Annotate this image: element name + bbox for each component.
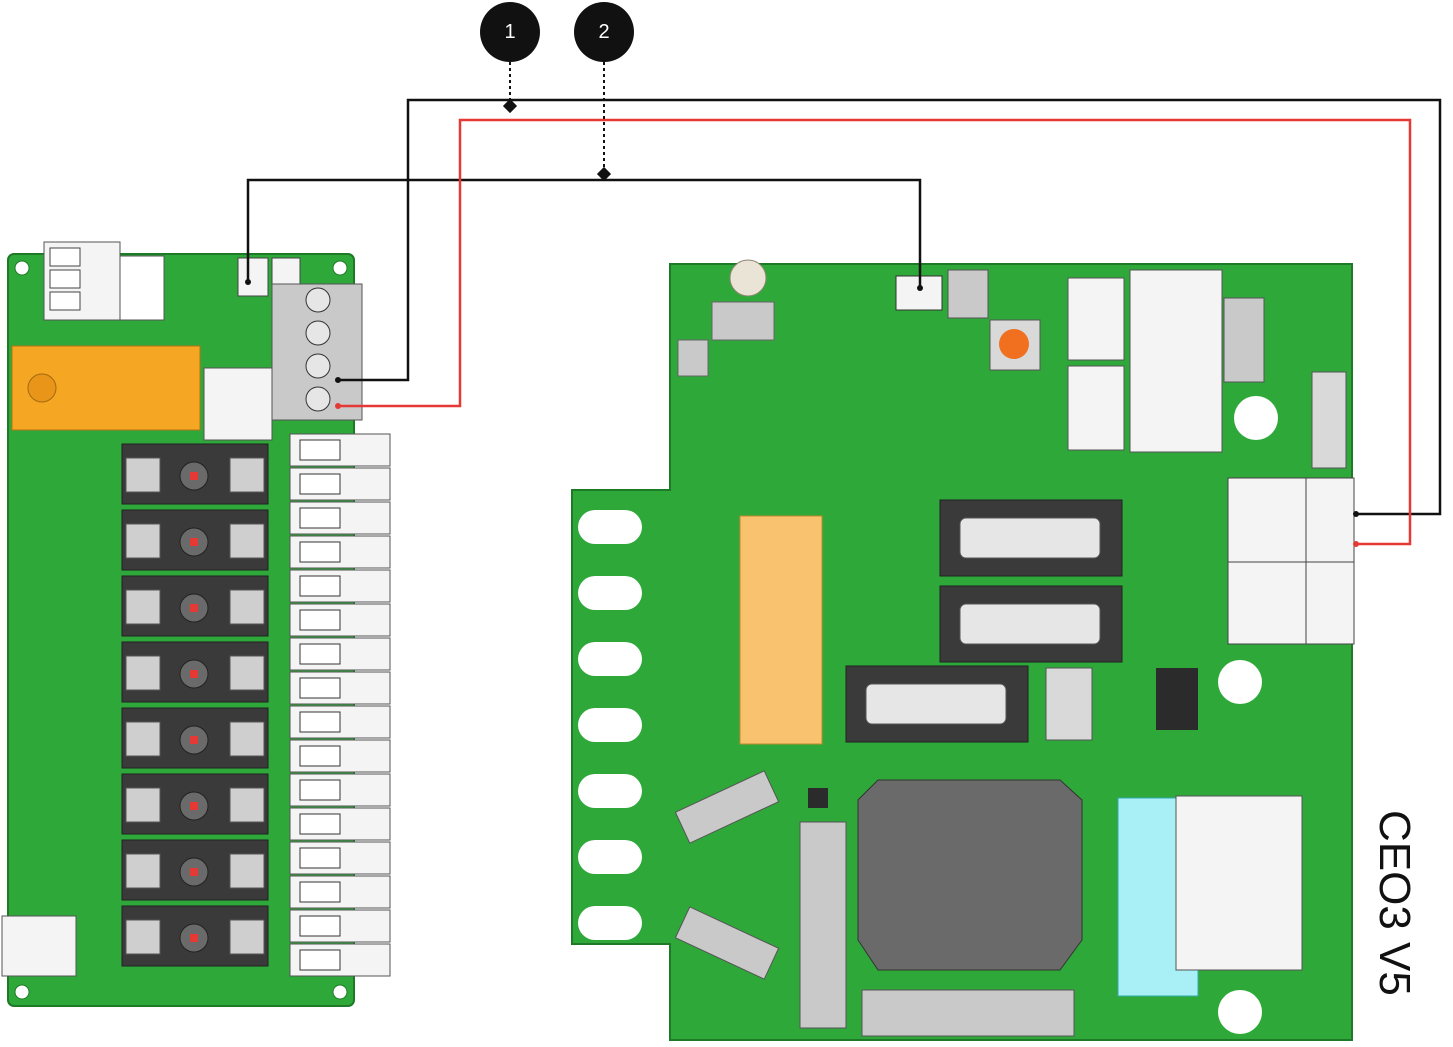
bottom-left-connector <box>1 915 77 977</box>
top-connector <box>711 301 775 341</box>
top-left-connector <box>43 241 165 321</box>
marker-2-label: 2 <box>598 21 609 43</box>
marker-2-circle <box>574 2 634 62</box>
controller-board: CEO3 V5 <box>571 259 1419 1041</box>
terminal-top-right <box>1129 269 1223 453</box>
marker-1-circle <box>480 2 540 62</box>
fuse <box>939 499 1123 577</box>
inductor <box>857 779 1083 971</box>
relay-small-1 <box>1067 277 1125 361</box>
terminal-slot <box>289 637 391 671</box>
terminal-slot <box>289 569 391 603</box>
fuse-holder <box>121 509 269 571</box>
fuse-holder <box>121 641 269 703</box>
terminal-slot <box>289 535 391 569</box>
fuse <box>939 585 1123 663</box>
expansion-board <box>1 241 391 1007</box>
screw-terminal-block <box>271 283 363 421</box>
connector-3pin <box>203 367 273 441</box>
power-terminal <box>1175 795 1303 971</box>
resistor-1 <box>674 770 780 844</box>
resistor-3 <box>799 821 847 1029</box>
fuse-holder <box>121 443 269 505</box>
terminal-slot <box>289 501 391 535</box>
terminal-slot <box>289 433 391 467</box>
slot <box>578 510 642 544</box>
terminal-slot <box>289 875 391 909</box>
fuse-holders <box>845 499 1123 743</box>
wire-1 <box>338 98 1442 516</box>
relay-large <box>739 515 823 745</box>
fuse <box>845 665 1029 743</box>
terminal-slot <box>289 671 391 705</box>
slot <box>578 708 642 742</box>
wires <box>245 98 1442 547</box>
push-button <box>989 319 1041 371</box>
fuse-holder <box>121 905 269 967</box>
relay-small-2 <box>1067 365 1125 451</box>
fuse-holder <box>121 839 269 901</box>
resistor-2 <box>674 906 780 980</box>
terminal-slot <box>289 773 391 807</box>
fuse-holder <box>121 575 269 637</box>
terminal-slot <box>289 467 391 501</box>
header-2pin-a <box>237 257 269 297</box>
terminal-slot <box>289 739 391 773</box>
fuse-holder <box>121 773 269 835</box>
slot <box>578 840 642 874</box>
resistor-4 <box>861 989 1075 1037</box>
heatsink-slots <box>578 510 642 940</box>
terminal-slot <box>289 705 391 739</box>
terminal-slot <box>289 841 391 875</box>
slot <box>578 576 642 610</box>
fuse-column <box>121 443 269 967</box>
terminal-slot <box>289 909 391 943</box>
board-label: CEO3 V5 <box>1370 810 1419 996</box>
ic-chip <box>1156 668 1198 730</box>
slot <box>578 774 642 808</box>
wire-red <box>338 118 1412 546</box>
wire-2 <box>246 178 922 288</box>
marker-1-label: 1 <box>504 21 515 43</box>
callout-1: 1 <box>480 2 540 114</box>
callout-2: 2 <box>574 2 634 182</box>
output-terminal-column <box>289 433 391 977</box>
slot <box>578 906 642 940</box>
terminal-slot <box>289 603 391 637</box>
slot <box>578 642 642 676</box>
fuse-holder <box>121 707 269 769</box>
connector-wire-1 <box>1227 477 1355 645</box>
terminal-slot <box>289 943 391 977</box>
terminal-slot <box>289 807 391 841</box>
relay <box>11 345 201 431</box>
led <box>729 259 767 297</box>
